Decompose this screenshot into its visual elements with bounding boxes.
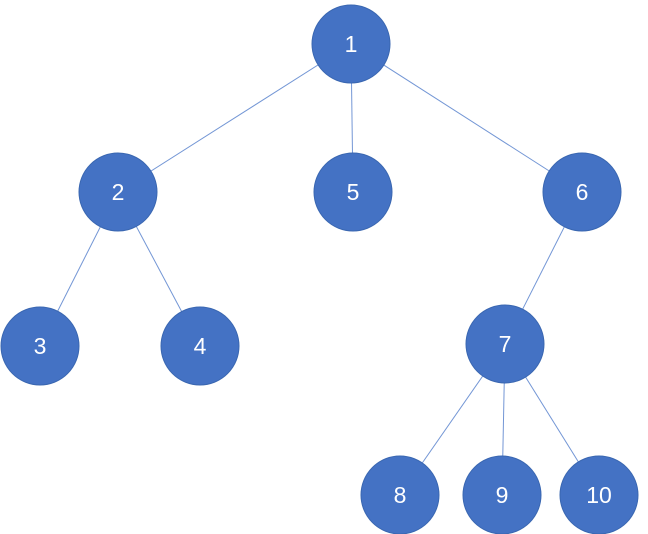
tree-node-10[interactable]: 10 bbox=[559, 455, 639, 534]
node-label-5: 5 bbox=[347, 179, 360, 205]
node-label-6: 6 bbox=[576, 179, 589, 205]
tree-edge-1-2 bbox=[117, 43, 352, 193]
node-circle-9[interactable] bbox=[462, 455, 542, 534]
node-circle-3[interactable] bbox=[0, 306, 80, 386]
node-label-2: 2 bbox=[112, 179, 125, 205]
tree-node-9[interactable]: 9 bbox=[462, 455, 542, 534]
tree-edge-1-6 bbox=[350, 43, 583, 193]
node-circle-10[interactable] bbox=[559, 455, 639, 534]
node-circle-8[interactable] bbox=[360, 455, 440, 534]
tree-node-2[interactable]: 2 bbox=[78, 152, 158, 232]
node-label-10: 10 bbox=[586, 482, 612, 508]
node-circle-5[interactable] bbox=[313, 152, 393, 232]
tree-node-5[interactable]: 5 bbox=[313, 152, 393, 232]
node-label-4: 4 bbox=[194, 333, 207, 359]
node-circle-7[interactable] bbox=[465, 304, 545, 384]
node-circle-2[interactable] bbox=[78, 152, 158, 232]
node-label-9: 9 bbox=[496, 482, 509, 508]
node-circle-6[interactable] bbox=[542, 152, 622, 232]
tree-node-7[interactable]: 7 bbox=[465, 304, 545, 384]
node-circle-4[interactable] bbox=[160, 306, 240, 386]
node-label-8: 8 bbox=[394, 482, 407, 508]
node-label-1: 1 bbox=[345, 31, 358, 57]
tree-node-1[interactable]: 1 bbox=[311, 4, 391, 84]
node-circle-1[interactable] bbox=[311, 4, 391, 84]
node-label-3: 3 bbox=[34, 333, 47, 359]
tree-node-6[interactable]: 6 bbox=[542, 152, 622, 232]
tree-node-4[interactable]: 4 bbox=[160, 306, 240, 386]
tree-node-3[interactable]: 3 bbox=[0, 306, 80, 386]
node-label-7: 7 bbox=[499, 331, 512, 357]
tree-node-8[interactable]: 8 bbox=[360, 455, 440, 534]
